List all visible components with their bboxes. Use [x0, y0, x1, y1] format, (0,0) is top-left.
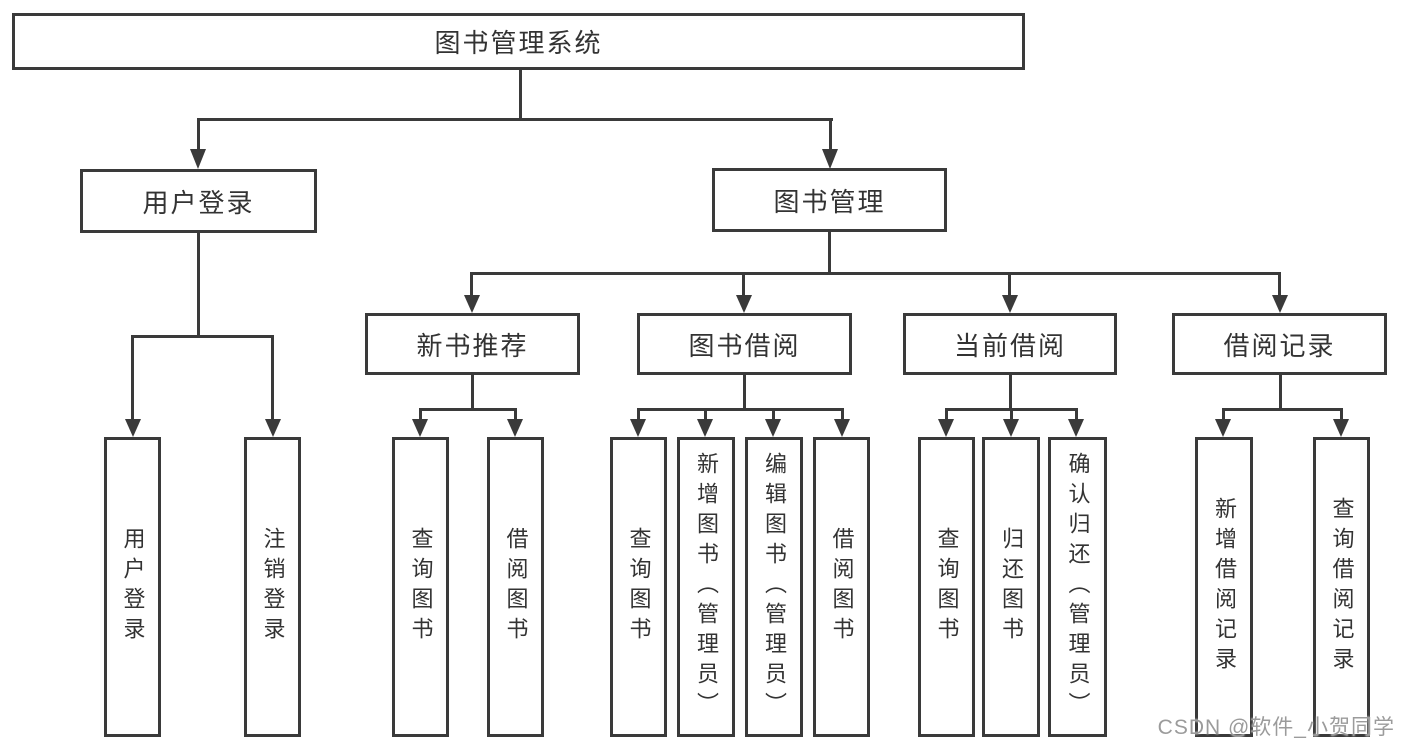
leaf-current-query-books-label: 查询图书 [934, 527, 960, 647]
connector-records-stem [1279, 375, 1282, 408]
arrow-current-icon [1002, 295, 1018, 313]
leaf-recommend-borrow-books-label: 借阅图书 [503, 527, 529, 647]
arrow-bb-add-icon [697, 419, 713, 437]
node-new-book-recommend: 新书推荐 [365, 313, 580, 375]
node-borrowing-records-label: 借阅记录 [1223, 330, 1336, 361]
arrow-user-login-icon [190, 149, 206, 169]
node-user-login-label: 用户登录 [142, 187, 255, 218]
arrow-cb-query-icon [938, 419, 954, 437]
connector-user-login-stem [197, 233, 200, 335]
connector-bb-edit-drop [772, 408, 775, 419]
leaf-borrowing-query-books: 查询图书 [610, 437, 667, 737]
csdn-watermark: CSDN @软件_小贺同学 [1157, 716, 1395, 739]
leaf-current-confirm-return-admin-label: 确认归还（管理员） [1065, 452, 1091, 722]
node-root-label: 图书管理系统 [434, 28, 603, 58]
connector-current-drop [1008, 272, 1011, 296]
connector-book-mgmt-drop [829, 118, 832, 151]
connector-br-add-drop [1222, 408, 1225, 419]
node-current-borrowing: 当前借阅 [903, 313, 1117, 375]
connector-user-login-v-drop [131, 335, 134, 419]
connector-user-login-drop [197, 118, 200, 151]
leaf-current-return-books-label: 归还图书 [999, 527, 1024, 647]
connector-logout-drop [271, 335, 274, 419]
connector-borrowing-rail [637, 408, 844, 411]
connector-rec-query-drop [419, 408, 422, 419]
leaf-current-return-books: 归还图书 [982, 437, 1040, 737]
leaf-user-login-label: 用户登录 [120, 527, 146, 647]
arrow-bb-edit-icon [765, 419, 781, 437]
node-root-system: 图书管理系统 [12, 13, 1025, 70]
leaf-borrowing-edit-books-admin: 编辑图书（管理员） [745, 437, 803, 737]
connector-cb-query-drop [945, 408, 948, 419]
connector-rec-borrow-drop [514, 408, 517, 419]
leaf-borrowing-query-books-label: 查询图书 [626, 527, 652, 647]
connector-new-rec-rail [419, 408, 517, 411]
arrow-user-login-v-icon [125, 419, 141, 437]
connector-records-rail [1222, 408, 1342, 411]
arrow-records-icon [1272, 295, 1288, 313]
connector-cb-return-drop [1010, 408, 1013, 419]
node-new-book-recommend-label: 新书推荐 [416, 330, 529, 361]
arrow-bb-borrow-icon [834, 419, 850, 437]
node-book-management-label: 图书管理 [773, 186, 886, 217]
arrow-new-rec-icon [464, 295, 480, 313]
connector-borrowing-drop [742, 272, 745, 296]
connector-cb-confirm-drop [1075, 408, 1078, 419]
leaf-logout-login-label: 注销登录 [260, 527, 286, 647]
node-book-management: 图书管理 [712, 168, 947, 232]
leaf-current-confirm-return-admin: 确认归还（管理员） [1048, 437, 1107, 737]
leaf-recommend-borrow-books: 借阅图书 [487, 437, 544, 737]
leaf-borrowing-borrow-books: 借阅图书 [813, 437, 870, 737]
connector-bb-add-drop [704, 408, 707, 419]
arrow-borrowing-icon [736, 295, 752, 313]
node-book-borrowing-label: 图书借阅 [688, 330, 801, 361]
arrow-br-add-icon [1215, 419, 1231, 437]
leaf-borrowing-borrow-books-label: 借阅图书 [829, 527, 855, 647]
leaf-borrowing-add-books-admin-label: 新增图书（管理员） [694, 452, 719, 722]
connector-borrowing-stem [743, 375, 746, 408]
arrow-rec-query-icon [412, 419, 428, 437]
arrow-logout-icon [265, 419, 281, 437]
leaf-records-add-record-label: 新增借阅记录 [1212, 497, 1237, 677]
arrow-rec-borrow-icon [507, 419, 523, 437]
arrow-br-query-icon [1333, 419, 1349, 437]
connector-records-drop [1278, 272, 1281, 296]
leaf-records-add-record: 新增借阅记录 [1195, 437, 1253, 737]
connector-level2-rail [197, 118, 833, 121]
connector-book-mgmt-stem [828, 232, 831, 272]
connector-root-stem [519, 70, 522, 118]
arrow-cb-confirm-icon [1068, 419, 1084, 437]
node-borrowing-records: 借阅记录 [1172, 313, 1387, 375]
connector-bb-borrow-drop [841, 408, 844, 419]
leaf-recommend-query-books-label: 查询图书 [408, 527, 434, 647]
connector-current-stem [1009, 375, 1012, 408]
arrow-bb-query-icon [630, 419, 646, 437]
connector-br-query-drop [1340, 408, 1343, 419]
connector-bb-query-drop [637, 408, 640, 419]
leaf-user-login: 用户登录 [104, 437, 161, 737]
leaf-logout-login: 注销登录 [244, 437, 301, 737]
node-user-login: 用户登录 [80, 169, 317, 233]
node-current-borrowing-label: 当前借阅 [953, 330, 1066, 361]
leaf-records-query-record: 查询借阅记录 [1313, 437, 1370, 737]
connector-user-login-rail [131, 335, 274, 338]
leaf-records-query-record-label: 查询借阅记录 [1329, 497, 1355, 677]
leaf-borrowing-add-books-admin: 新增图书（管理员） [677, 437, 735, 737]
connector-new-rec-drop [470, 272, 473, 296]
leaf-borrowing-edit-books-admin-label: 编辑图书（管理员） [762, 452, 787, 722]
node-book-borrowing: 图书借阅 [637, 313, 852, 375]
arrow-cb-return-icon [1003, 419, 1019, 437]
arrow-book-mgmt-icon [822, 149, 838, 169]
leaf-recommend-query-books: 查询图书 [392, 437, 449, 737]
connector-new-rec-stem [471, 375, 474, 408]
leaf-current-query-books: 查询图书 [918, 437, 975, 737]
connector-level3-rail [470, 272, 1281, 275]
